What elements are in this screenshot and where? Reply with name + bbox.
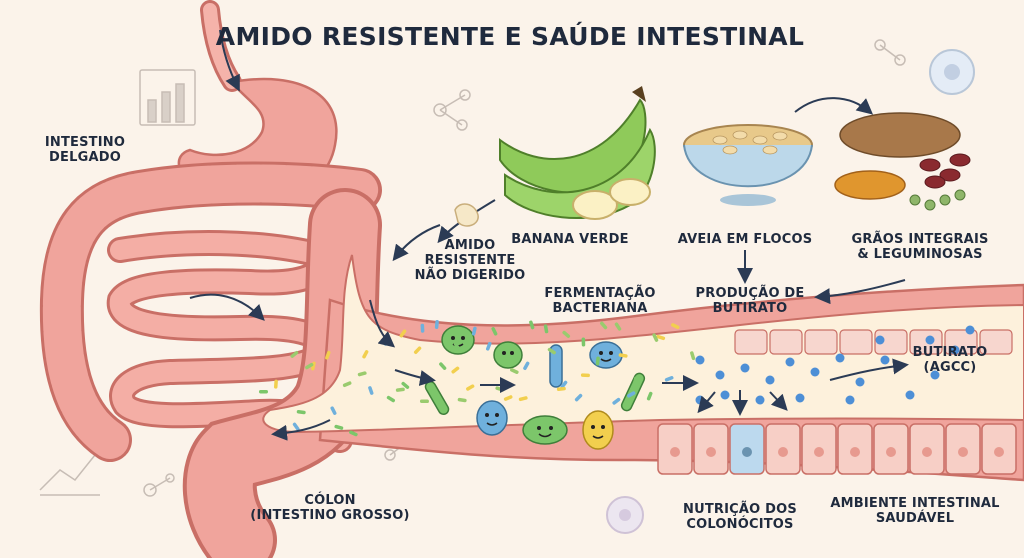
label-fermentation: FERMENTAÇÃO BACTERIANA [535, 286, 665, 316]
page-title: AMIDO RESISTENTE E SAÚDE INTESTINAL [190, 22, 830, 51]
label-colonocyte-nutrition: NUTRIÇÃO DOS COLONÓCITOS [670, 502, 810, 532]
label-healthy-environment: AMBIENTE INTESTINAL SAUDÁVEL [820, 496, 1010, 526]
butyrate-dot [766, 376, 775, 385]
butyrate-dot [906, 391, 915, 400]
butyrate-dot [876, 336, 885, 345]
label-colon: CÓLON (INTESTINO GROSSO) [245, 493, 415, 523]
label-butyrate-production: PRODUÇÃO DE BUTIRATO [685, 286, 815, 316]
oat-bowl [684, 125, 812, 206]
butyrate-dot [926, 336, 935, 345]
butyrate-dot [881, 356, 890, 365]
label-butyrate-agcc: BUTIRATO (AGCC) [900, 345, 1000, 375]
butyrate-dot [796, 394, 805, 403]
butyrate-dot [716, 371, 725, 380]
label-grains: GRÃOS INTEGRAIS & LEGUMINOSAS [835, 232, 1005, 262]
butyrate-dot [721, 391, 730, 400]
butyrate-dot [836, 354, 845, 363]
butyrate-dot [846, 396, 855, 405]
label-oats: AVEIA EM FLOCOS [670, 232, 820, 247]
butyrate-dot [966, 326, 975, 335]
label-resistant-starch: AMIDO RESISTENTE NÃO DIGERIDO [410, 238, 530, 283]
butyrate-dot [856, 378, 865, 387]
butyrate-dot [811, 368, 820, 377]
butyrate-dot [696, 396, 705, 405]
grains-legumes [835, 113, 970, 210]
label-small-intestine: INTESTINO DELGADO [30, 135, 140, 165]
butyrate-dot [741, 364, 750, 373]
butyrate-dot [696, 356, 705, 365]
butyrate-dot [786, 358, 795, 367]
butyrate-dot [756, 396, 765, 405]
